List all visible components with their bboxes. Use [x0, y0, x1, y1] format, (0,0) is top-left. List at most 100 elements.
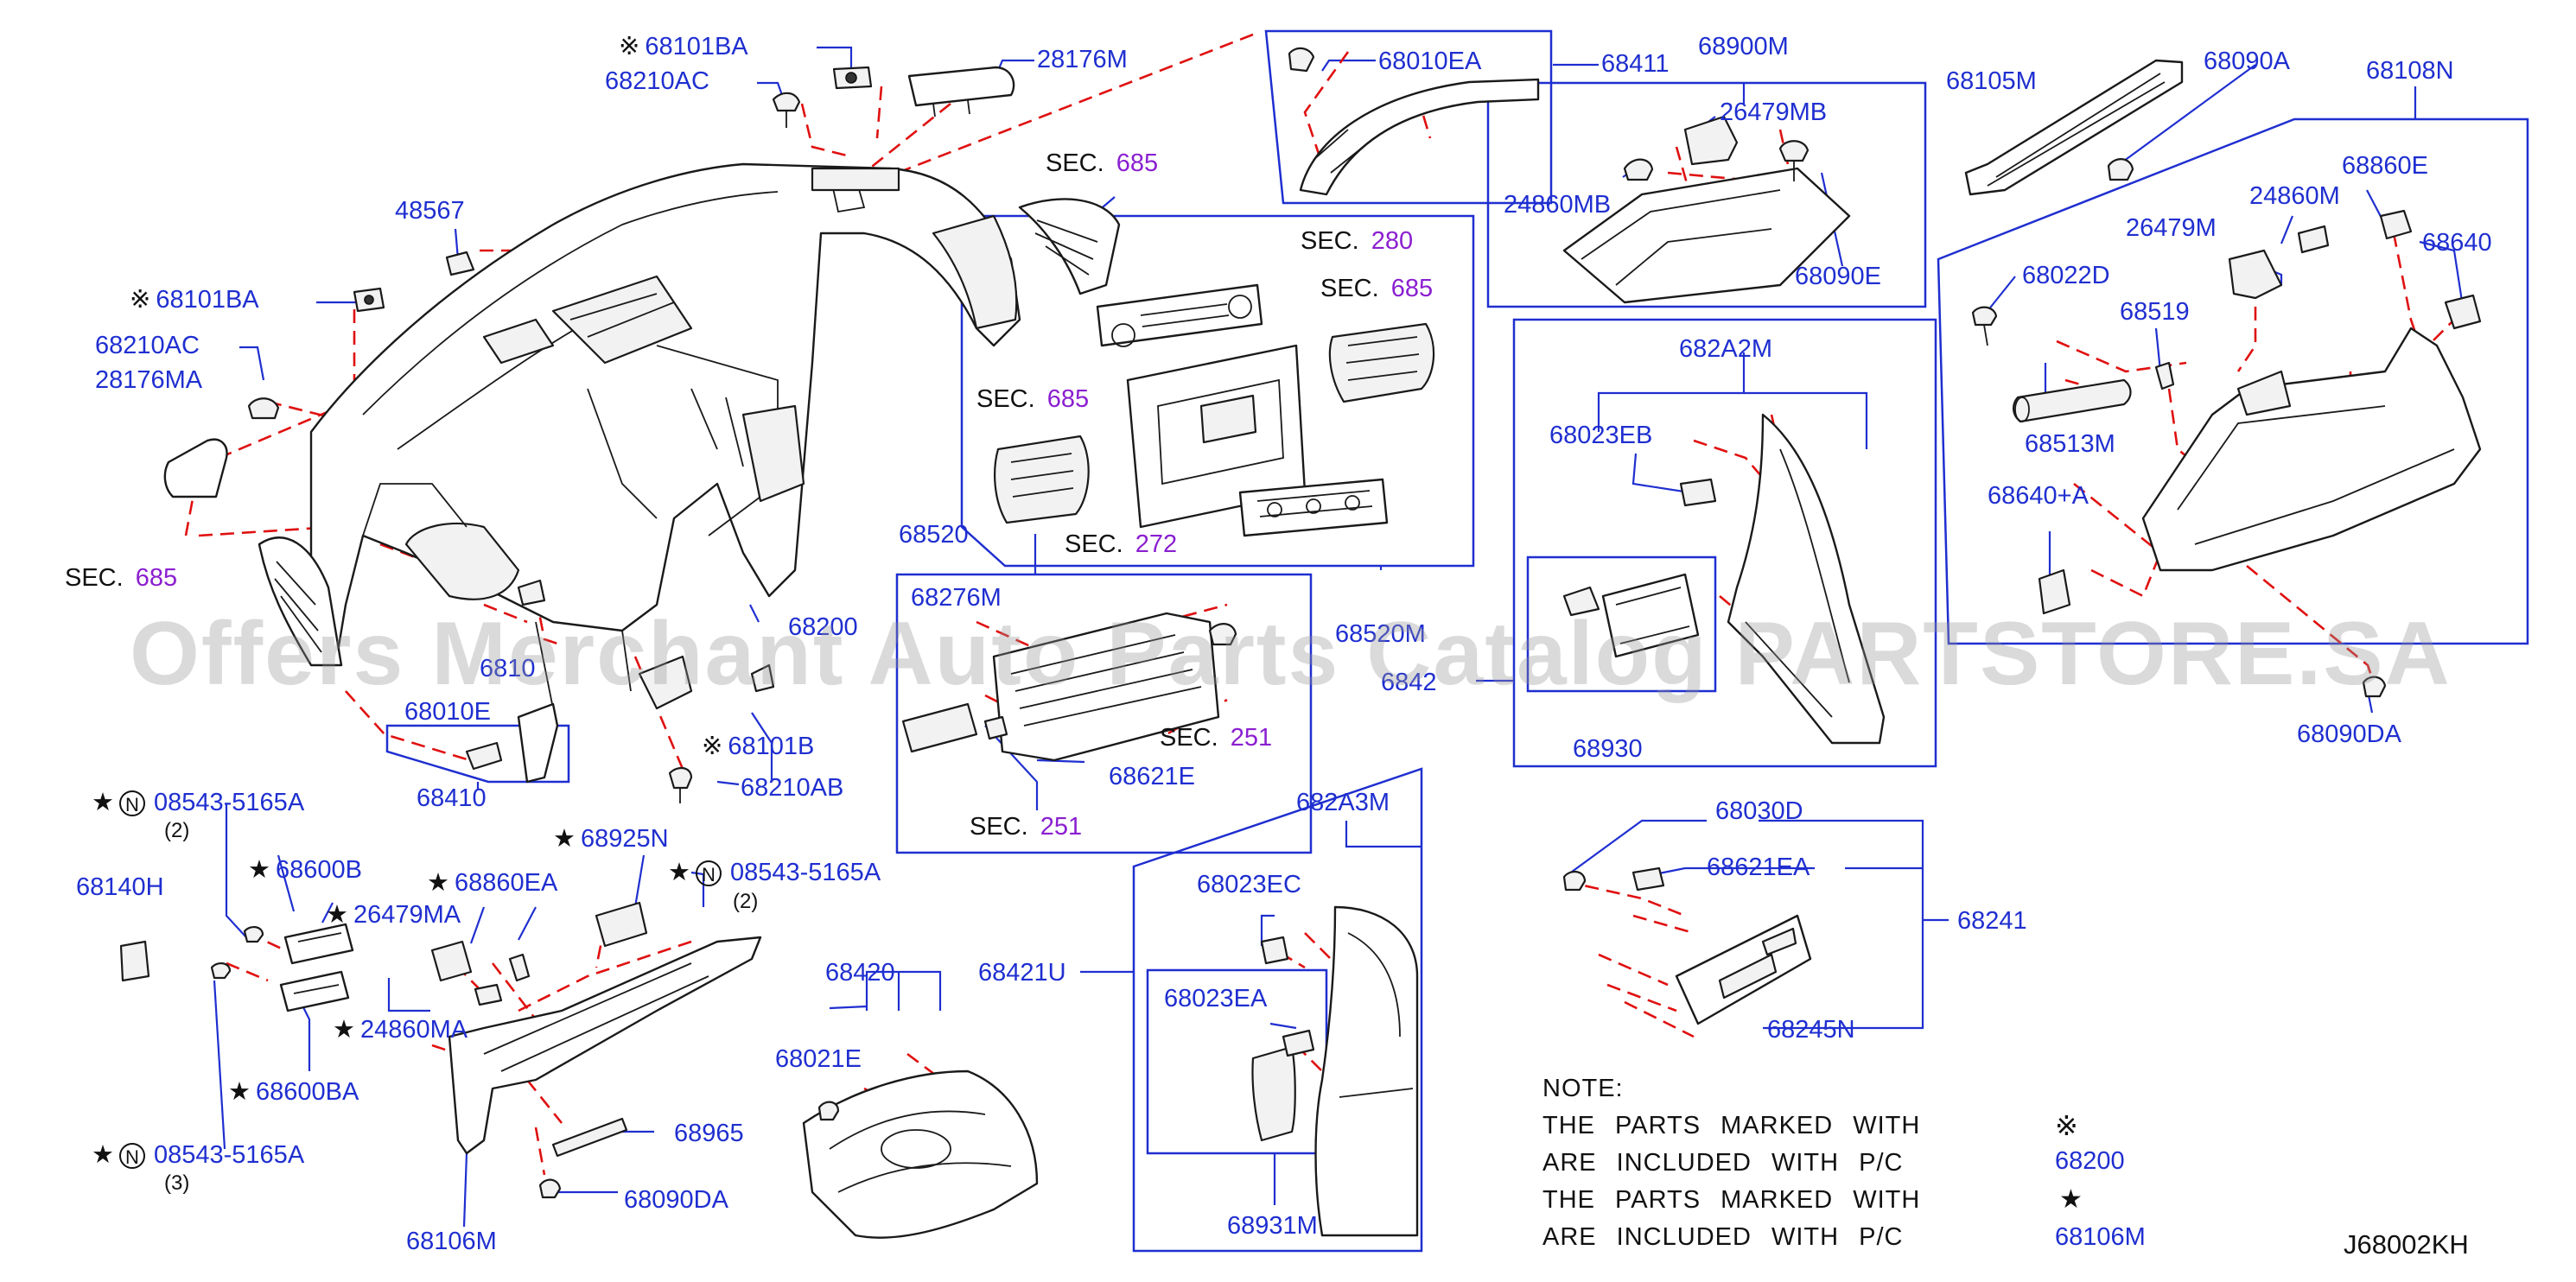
- label-68640A: 68640+A: [1988, 482, 2089, 510]
- label-68010E: 68010E: [404, 698, 491, 726]
- label-68860E: 68860E: [2342, 152, 2428, 180]
- label-68023EC: 68023EC: [1197, 871, 1301, 898]
- label-68520: 68520: [899, 521, 969, 549]
- sec-685-top: SEC.685: [1046, 149, 1159, 177]
- label-26479M: 26479M: [2126, 214, 2217, 242]
- finisher-68411: [1288, 47, 1540, 196]
- qty-b: (2): [733, 890, 759, 913]
- label-28176MA: 28176MA: [95, 366, 203, 394]
- cluster-68520: [994, 283, 1435, 537]
- label-68410: 68410: [417, 784, 487, 812]
- note-line-3: THE PARTS MARKED WITH: [1542, 1186, 1921, 1214]
- note-title: NOTE:: [1542, 1075, 1624, 1102]
- bezel-68241: [1562, 866, 1812, 1025]
- label-68245N: 68245N: [1767, 1016, 1855, 1044]
- label-68520M: 68520M: [1335, 620, 1426, 648]
- label-68022D: 68022D: [2022, 262, 2110, 289]
- label-68106M: 68106M: [406, 1228, 497, 1255]
- cover-68420: [802, 1069, 1039, 1239]
- label-68241: 68241: [1957, 907, 2027, 935]
- note-ref-68200: 68200: [2055, 1147, 2125, 1175]
- sec-685-vent-r: SEC.685: [1320, 275, 1434, 302]
- label-26479MA: ★26479MA: [326, 901, 461, 929]
- note-line-4: ARE INCLUDED WITH P/C: [1542, 1223, 1904, 1251]
- label-68900M: 68900M: [1698, 33, 1789, 60]
- parts-68410: [465, 579, 775, 803]
- assembly-68900M: [1562, 115, 1851, 304]
- small-parts-top: [163, 66, 1121, 667]
- label-68210AC-left: 68210AC: [95, 332, 200, 359]
- qty-c: (3): [164, 1171, 190, 1195]
- box-68108N: [1937, 117, 2529, 645]
- label-68090A: 68090A: [2204, 48, 2290, 75]
- label-68640: 68640: [2422, 229, 2492, 257]
- group-boxes: [385, 29, 2529, 1253]
- label-68411: 68411: [1601, 50, 1670, 78]
- label-68420: 68420: [825, 959, 895, 987]
- label-68101BA-left: ※68101BA: [130, 286, 259, 314]
- label-68621EA: 68621EA: [1707, 854, 1810, 881]
- note-ref-68106M: 68106M: [2055, 1223, 2146, 1251]
- box-68411: [1264, 29, 1553, 205]
- label-68090DA-right: 68090DA: [2297, 720, 2401, 748]
- label-68600B: ★68600B: [248, 856, 362, 884]
- note-line-1: THE PARTS MARKED WITH: [1542, 1112, 1921, 1139]
- note-kome-symbol: ※: [2055, 1110, 2079, 1141]
- box-68520: [960, 214, 1475, 568]
- diagram-code: J68002KH: [2344, 1229, 2469, 1260]
- label-68030D: 68030D: [1715, 797, 1803, 825]
- sec-272: SEC.272: [1065, 530, 1178, 558]
- label-68600BA: ★68600BA: [228, 1078, 359, 1106]
- label-68101B: ※68101B: [702, 733, 815, 760]
- box-68276M: [895, 573, 1313, 854]
- label-26479MB: 26479MB: [1720, 98, 1828, 126]
- sec-251-a: SEC.251: [1160, 724, 1273, 752]
- box-68930: [1526, 555, 1717, 693]
- note-star-symbol: ★: [2059, 1185, 2083, 1214]
- label-68210AC-top: 68210AC: [605, 67, 709, 95]
- label-68930: 68930: [1573, 735, 1643, 763]
- label-28176M: 28176M: [1037, 46, 1128, 73]
- label-68210AB: 68210AB: [741, 774, 844, 802]
- label-682A2M: 682A2M: [1679, 335, 1773, 363]
- label-6810xB: 6810: [480, 655, 536, 682]
- sec-280: SEC.280: [1301, 227, 1414, 255]
- label-68108N: 68108N: [2366, 57, 2454, 85]
- label-68860EA: ★68860EA: [427, 869, 558, 897]
- label-24860MB: 24860MB: [1504, 191, 1612, 219]
- label-68519: 68519: [2120, 298, 2190, 326]
- watermark: Offers Merchant Auto Parts Catalog PARTS…: [130, 604, 2452, 704]
- panel-682A3M: [1251, 905, 1419, 1237]
- label-68621E: 68621E: [1109, 763, 1195, 790]
- label-68090E: 68090E: [1795, 263, 1881, 290]
- label-68023EB: 68023EB: [1549, 422, 1653, 449]
- label-68276M: 68276M: [911, 584, 1002, 612]
- parts-lower-left: [119, 901, 762, 1199]
- label-68021E: 68021E: [775, 1045, 862, 1073]
- label-68421U: 68421U: [978, 959, 1066, 987]
- label-6842x: 6842: [1381, 669, 1437, 696]
- glovebox-68108N: [1964, 59, 2482, 698]
- sec-685-vent-l: SEC.685: [976, 385, 1090, 413]
- label-68965: 68965: [674, 1120, 744, 1147]
- pillar-682A2M: [1562, 413, 1886, 745]
- qty-a: (2): [164, 819, 190, 842]
- label-68140H: 68140H: [76, 873, 164, 901]
- label-68023EA: 68023EA: [1164, 985, 1268, 1012]
- label-48567: 48567: [395, 197, 465, 225]
- sec-685-left: SEC.685: [65, 564, 178, 592]
- label-68200: 68200: [788, 613, 858, 641]
- label-68090DA-bottom: 68090DA: [624, 1186, 728, 1214]
- label-68925N: ★68925N: [553, 825, 669, 853]
- box-682A3M: [1132, 767, 1423, 1253]
- unit-68276M: [901, 612, 1237, 762]
- note-line-2: ARE INCLUDED WITH P/C: [1542, 1149, 1904, 1177]
- sec-251-b: SEC.251: [970, 813, 1083, 841]
- box-682A2M: [1512, 318, 1937, 768]
- label-68105M: 68105M: [1946, 67, 2037, 95]
